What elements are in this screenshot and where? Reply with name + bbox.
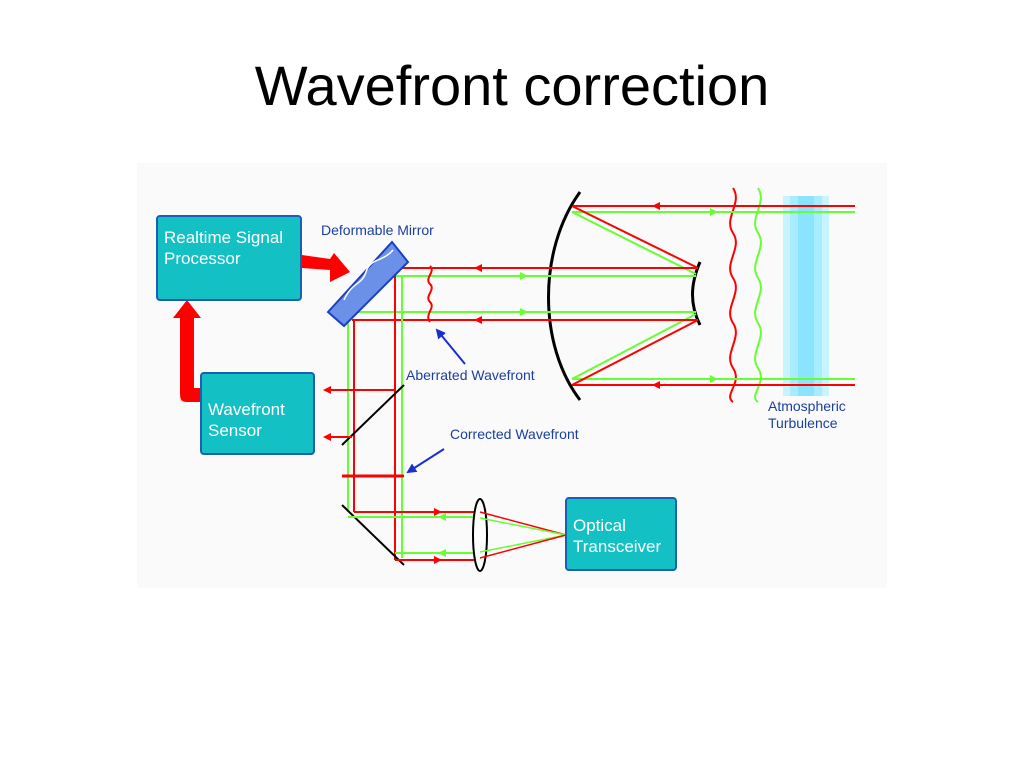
corrected-wavefront-pointer	[406, 448, 445, 474]
corrected-wavefront-label: Corrected Wavefront	[450, 426, 579, 442]
slide-title: Wavefront correction	[254, 54, 770, 117]
aberrated-wavefront-pointer	[435, 328, 466, 365]
atmospheric-turbulence-band	[783, 196, 829, 396]
atmospheric-turbulence-label: Atmospheric Turbulence	[768, 398, 846, 432]
wavefront-sensor-box: Wavefront Sensor	[200, 372, 315, 455]
converging-beam-red-2	[571, 319, 699, 386]
realtime-signal-processor-box: Realtime Signal Processor	[156, 215, 302, 301]
focus-cone-red-top	[479, 511, 567, 536]
label-line: Atmospheric	[768, 398, 846, 414]
fold-mirror	[341, 504, 405, 566]
focus-cone-green-bottom	[479, 534, 567, 553]
converging-beam-green-1	[571, 211, 697, 275]
deformable-mirror	[326, 240, 410, 328]
converging-beam-red-1	[571, 205, 699, 269]
optical-transceiver-box: Optical Transceiver	[565, 497, 677, 571]
deformable-mirror-label: Deformable Mirror	[321, 222, 434, 238]
box-label-line: Realtime Signal	[164, 228, 284, 247]
aberrated-wavefront-squiggle	[427, 265, 433, 323]
box-label-line: Optical	[573, 516, 626, 535]
primary-mirror	[547, 191, 582, 401]
box-label-line: Processor	[164, 249, 241, 268]
box-label-line: Transceiver	[573, 537, 662, 556]
beam-splitter	[341, 384, 405, 446]
converging-beam-green-2	[571, 313, 697, 380]
focusing-lens	[472, 498, 488, 572]
turbulence-wave-red	[729, 187, 737, 403]
label-line: Turbulence	[768, 415, 838, 431]
box-label-line: Wavefront	[208, 400, 285, 419]
control-arrow-sensor-to-processor	[173, 300, 203, 402]
focus-cone-green-top	[479, 517, 567, 536]
optical-diagram	[173, 187, 855, 572]
control-arrow-processor-to-mirror	[302, 253, 350, 282]
aberrated-wavefront-label: Aberrated Wavefront	[406, 367, 535, 383]
turbulence-wave-green	[754, 187, 762, 403]
box-label-line: Sensor	[208, 421, 262, 440]
focus-cone-red-bottom	[479, 534, 567, 559]
